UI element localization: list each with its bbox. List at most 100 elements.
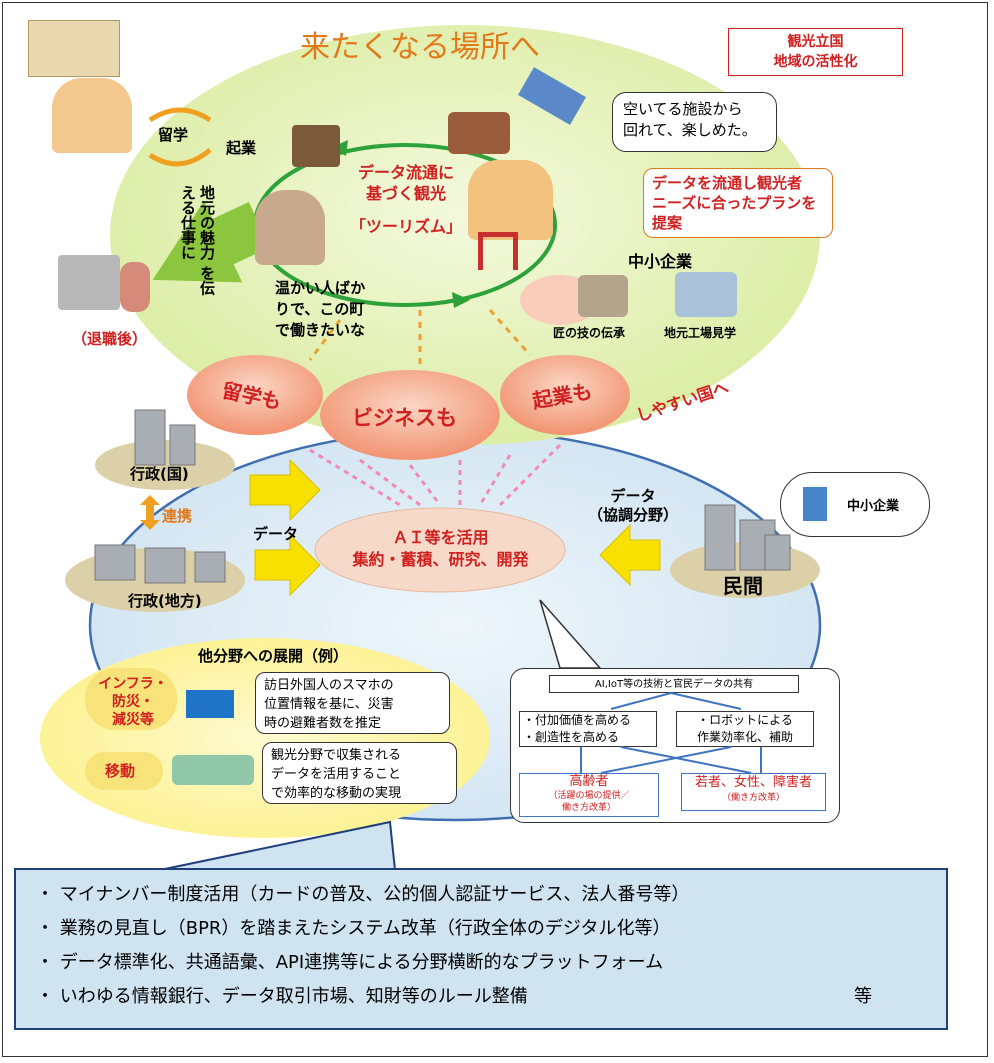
label-chimoto: 地元の魅力 を伝える仕事に (178, 185, 216, 305)
iot-young-label: 若者、女性、障害者 (694, 775, 812, 790)
label-kigyo: 起業 (226, 139, 257, 157)
ai-hub-text: ＡＩ等を活用 集約・蓄積、研究、開発 (338, 527, 543, 571)
ido-text-line-2: データを活用すること (271, 767, 402, 782)
speech-line-1: 空いてる施設から (623, 100, 743, 118)
label-chusho-2: 中小企業 (847, 499, 900, 514)
ido-badge-bg (85, 752, 163, 790)
elderly-couple-icon (255, 190, 325, 265)
bullet-4: ・ いわゆる情報銀行、データ取引市場、知財等のルール整備 (36, 986, 528, 1007)
label-kojo: 地元工場見学 (664, 326, 737, 340)
iot-young-box: 若者、女性、障害者 （働き方改革） (681, 773, 826, 811)
iot-panel: AI,IoT等の技術と官民データの共有 ・付加価値を高める ・創造性を高める ・… (510, 668, 840, 823)
label-gyosei-chiho: 行政(地方) (128, 592, 202, 610)
bullets-box: ・ マイナンバー制度活用（カードの普及、公的個人認証サービス、法人番号等） ・ … (14, 868, 948, 1030)
infra-text-line-3: 時の避難者数を推定 (264, 716, 382, 731)
speech-line-2: 回れて、楽しめた。 (623, 121, 757, 139)
iot-right-line-2: 作業効率化、補助 (696, 730, 793, 744)
bullet-2: ・ 業務の見直し（BPR）を踏まえたシステム改革（行政全体のデジタル化等） (36, 918, 671, 939)
label-takumi: 匠の技の伝承 (553, 326, 626, 340)
evacuation-icon (186, 690, 234, 718)
iot-elder-sub-1: （活躍の場の提供／ (548, 791, 630, 801)
bullet-1: ・ マイナンバー制度活用（カードの普及、公的個人認証サービス、法人番号等） (36, 884, 690, 905)
badge-line-2: 地域の活性化 (773, 54, 858, 70)
label-renkei: 連携 (162, 507, 193, 525)
center-line-1: データ流通に (357, 163, 454, 182)
center-line-2: 基づく観光 (365, 184, 446, 203)
family-icon (468, 160, 553, 240)
iot-elder-sub-2: 働き方改革） (561, 803, 616, 813)
label-minkan: 民間 (723, 574, 763, 598)
chimoto-line-1: 地元の魅力 (198, 185, 216, 260)
proposal-line-1: データを流通し観光者 (652, 174, 803, 192)
speech-bubble: 空いてる施設から 回れて、楽しめた。 (612, 92, 777, 152)
infra-text-line-1: 訪日外国人のスマホの (264, 678, 394, 693)
ido-text-box: 観光分野で収集される データを活用すること で効率的な移動の実現 (262, 742, 457, 804)
warm-line-2: りで、この町 (275, 300, 365, 318)
craftsman-icon (578, 275, 628, 317)
iot-right-box: ・ロボットによる 作業効率化、補助 (676, 711, 814, 747)
label-chusho: 中小企業 (628, 252, 693, 271)
warm-text: 温かい人ばか りで、この町 で働きたいな (275, 278, 365, 341)
train-icon (172, 755, 254, 785)
bullet-nado: 等 (854, 986, 872, 1007)
ido-text-line-1: 観光分野で収集される (271, 748, 402, 763)
page-title: 来たくなる場所へ (300, 30, 540, 65)
infra-text-box: 訪日外国人のスマホの 位置情報を基に、災害 時の避難者数を推定 (255, 672, 450, 734)
infra-line-1: インフラ・ (98, 676, 168, 692)
data-right-line-2: （協調分野） (588, 506, 679, 524)
tenkai-title: 他分野への展開（例） (198, 647, 349, 665)
infra-text-line-2: 位置情報を基に、災害 (264, 697, 394, 712)
iot-arrows (580, 692, 762, 774)
infra-line-3: 減災等 (112, 712, 154, 728)
badge-line-1: 観光立国 (787, 34, 844, 50)
oval-business (320, 370, 500, 460)
data-right-line-1: データ (610, 487, 656, 505)
yellow-arrow-upper (249, 458, 321, 522)
proposal-line-2: ニーズに合ったプランを (652, 194, 817, 212)
label-data-left: データ (253, 525, 299, 543)
center-line-3: 「ツーリズム」 (349, 217, 462, 236)
proposal-box: データを流通し観光者 ニーズに合ったプランを 提案 (643, 168, 833, 238)
office-building-icon (803, 487, 827, 521)
torii-icon (478, 232, 518, 270)
oval-kigyo (500, 355, 630, 435)
iot-title: AI,IoT等の技術と官民データの共有 (549, 675, 799, 693)
label-taishoku: （退職後） (72, 330, 148, 348)
iot-elder-label: 高齢者 (569, 774, 609, 789)
iot-left-line-1: ・付加価値を高める (523, 713, 632, 727)
ai-hub (314, 507, 566, 593)
students-icon (52, 78, 132, 153)
iot-right-line-1: ・ロボットによる (697, 713, 793, 727)
label-gyosei-kuni: 行政(国) (130, 465, 189, 483)
iot-left-box: ・付加価値を高める ・創造性を高める (519, 711, 657, 747)
office-worker-icon (58, 255, 120, 310)
badge: 観光立国 地域の活性化 (728, 28, 903, 76)
chimoto-line-2: を伝える仕事に (179, 185, 216, 296)
green-arrow (152, 200, 270, 283)
infra-badge-bg (85, 668, 177, 730)
chusho-bubble: 中小企業 (780, 472, 930, 537)
retiree-icon (120, 262, 150, 312)
factory-tour-icon (675, 272, 737, 317)
warm-line-3: で働きたいな (275, 321, 366, 339)
ido-badge: 移動 (105, 762, 136, 780)
proposal-line-3: 提案 (652, 214, 683, 232)
ai-line-1: ＡＩ等を活用 (392, 528, 489, 547)
ai-line-2: 集約・蓄積、研究、開発 (352, 550, 529, 569)
infra-badge: インフラ・ 防災・ 減災等 (94, 675, 172, 729)
label-ryugaku: 留学 (158, 126, 189, 144)
pagoda-icon (292, 125, 340, 167)
oval-text-business: ビジネスも (352, 406, 457, 430)
iot-elder-box: 高齢者 （活躍の場の提供／ 働き方改革） (519, 773, 659, 817)
iot-young-sub: （働き方改革） (721, 793, 785, 803)
ido-text-line-3: で効率的な移動の実現 (271, 786, 402, 801)
temple-icon (448, 112, 510, 154)
oval-ryugaku (187, 355, 323, 435)
yellow-arrow-lower (254, 533, 321, 597)
iot-left-line-2: ・創造性を高める (523, 730, 620, 744)
center-text: データ流通に 基づく観光 「ツーリズム」 (346, 162, 466, 237)
infra-line-2: 防災・ (112, 694, 154, 710)
bullet-3: ・ データ標準化、共通語彙、API連携等による分野横断的なプラットフォーム (36, 952, 664, 973)
label-data-right: データ （協調分野） (588, 487, 678, 525)
renkei-arrow (140, 495, 160, 530)
